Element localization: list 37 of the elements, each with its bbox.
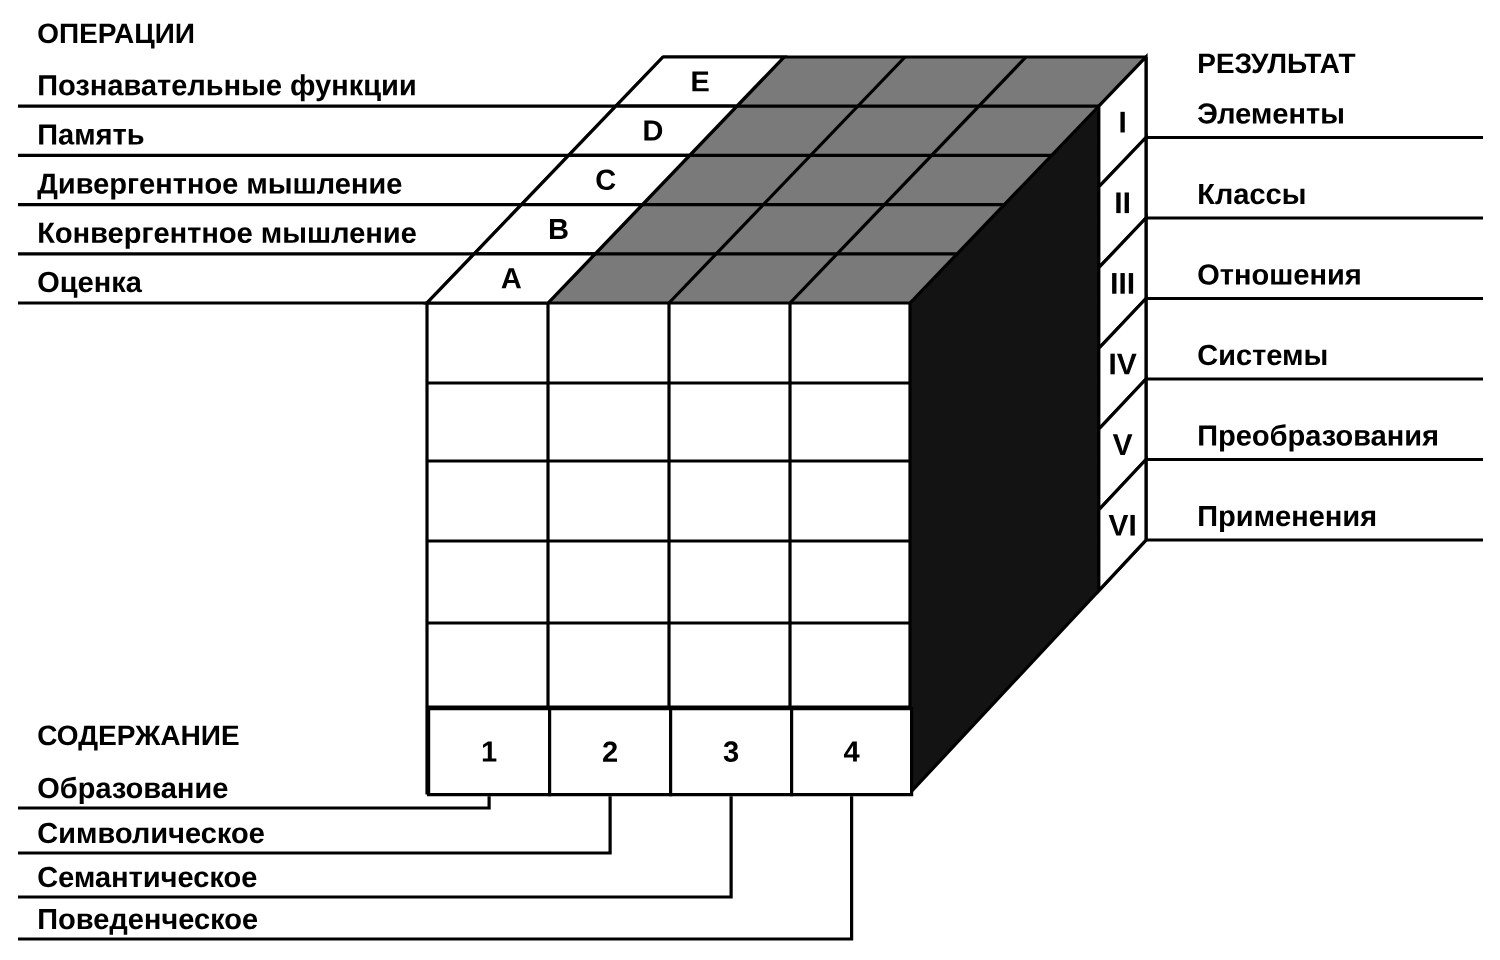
leader-line	[1144, 377, 1485, 381]
leader-line	[1144, 135, 1485, 140]
category-label: Элементы	[1198, 103, 1343, 124]
category-label: Дивергентное мышление	[37, 173, 402, 200]
leader-line	[18, 796, 854, 941]
category-label: Познавательные функции	[39, 74, 415, 102]
heading: РЕЗУЛЬТАТ	[1199, 53, 1356, 74]
leader-line	[1144, 216, 1485, 220]
leader-line	[1144, 538, 1485, 542]
category-label: Отношения	[1198, 264, 1360, 285]
leader-line	[18, 796, 491, 810]
leader-line	[1144, 457, 1485, 462]
heading: ОПЕРАЦИИ	[38, 23, 194, 49]
heading: СОДЕРЖАНИЕ	[38, 725, 239, 751]
number-cell: 2	[548, 707, 673, 797]
leader-line	[18, 301, 427, 305]
number-cell: 4	[790, 707, 914, 797]
category-label: Поведенческое	[39, 909, 258, 935]
leader-line	[1144, 296, 1485, 301]
number-cell: 1	[427, 707, 552, 797]
category-label: Системы	[1198, 344, 1327, 366]
leader-line	[18, 252, 475, 256]
number-cell: 3	[669, 707, 794, 797]
leader-line	[18, 796, 612, 855]
leader-line	[18, 203, 522, 207]
leader-line	[18, 796, 733, 899]
category-label: Семантическое	[38, 866, 257, 888]
category-label: Оценка	[38, 271, 143, 298]
category-label: Применения	[1199, 506, 1376, 532]
category-label: Классы	[1199, 184, 1305, 205]
category-label: Преобразования	[1199, 424, 1437, 452]
category-label: Символическое	[38, 822, 264, 844]
leader-line	[18, 153, 569, 157]
category-label: Память	[39, 124, 144, 145]
category-label: Образование	[38, 776, 228, 804]
category-label: Конвергентное мышление	[39, 222, 416, 249]
leader-line	[18, 104, 616, 108]
